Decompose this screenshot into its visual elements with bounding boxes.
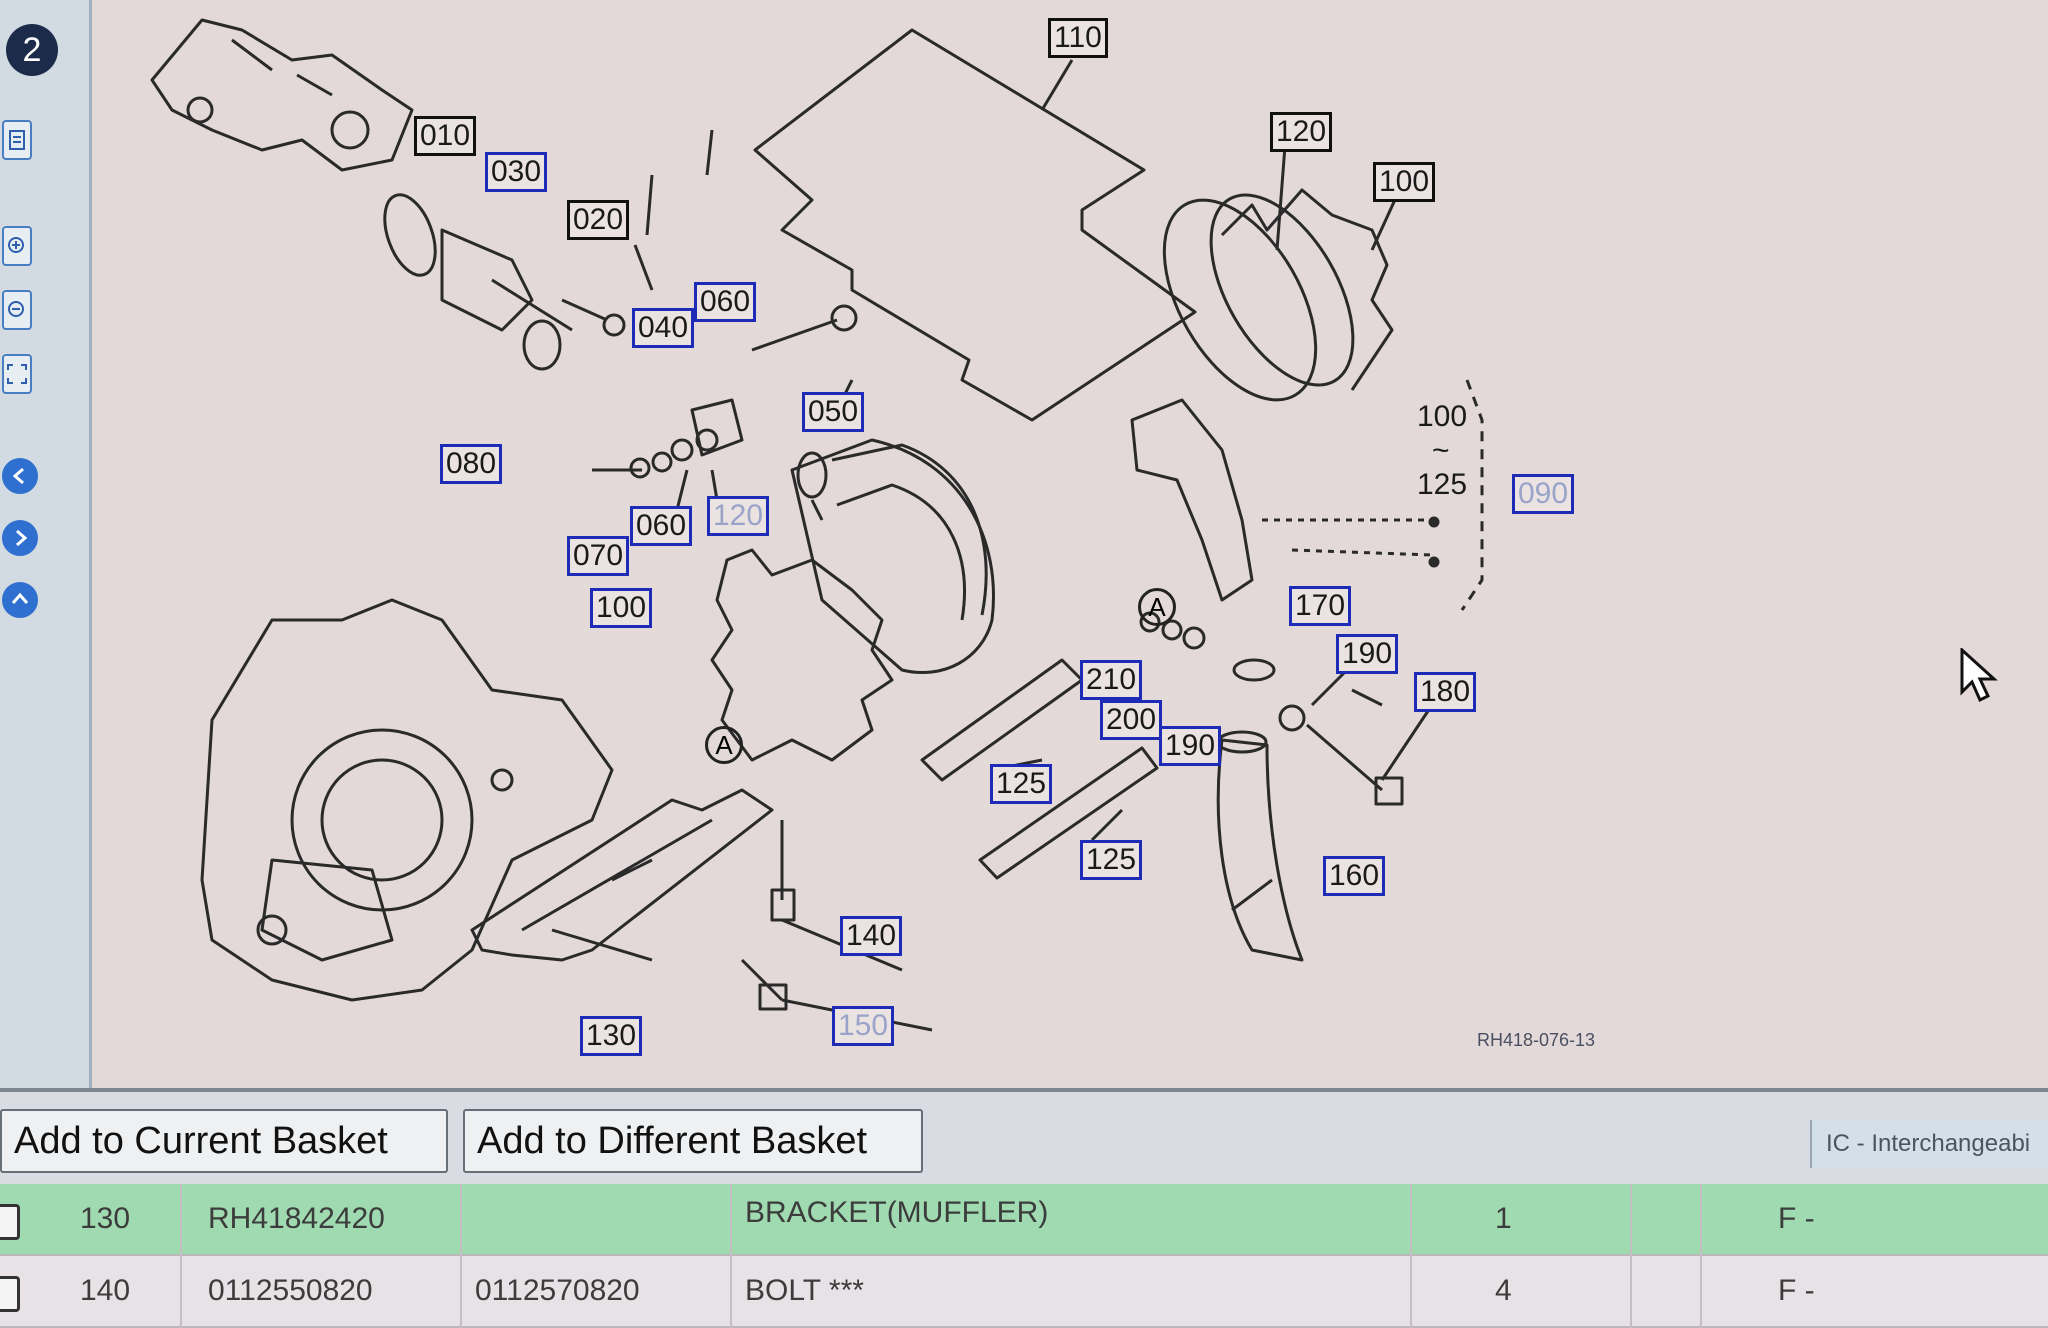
callout-120-lower[interactable]: 120 — [707, 496, 770, 536]
callout-200[interactable]: 200 — [1100, 700, 1163, 740]
callout-060-lower[interactable]: 060 — [630, 506, 693, 546]
callout-070[interactable]: 070 — [567, 536, 630, 576]
interchangeability-legend: IC - Interchangeabi — [1810, 1120, 2048, 1168]
parts-diagram[interactable]: 110 010 030 020 060 040 050 080 060 070 … — [92, 0, 2048, 1088]
next-page-button[interactable] — [2, 520, 38, 556]
callout-120-upper[interactable]: 120 — [1270, 112, 1333, 152]
callout-100-upper[interactable]: 100 — [1373, 162, 1436, 202]
reference-mark-a-upper: A — [1138, 588, 1176, 626]
zoom-out-icon — [8, 301, 24, 317]
mouse-cursor-icon — [1960, 648, 1998, 703]
description-cell: BRACKET(MUFFLER) — [745, 1196, 1049, 1229]
fit-to-screen-icon — [7, 364, 27, 384]
callout-110[interactable]: 110 — [1048, 18, 1108, 58]
callout-125-lower[interactable]: 125 — [1080, 840, 1143, 880]
callout-180[interactable]: 180 — [1414, 672, 1477, 712]
description-cell: BOLT *** — [745, 1274, 864, 1307]
print-button[interactable] — [2, 120, 32, 160]
ref-number-cell: 130 — [80, 1202, 131, 1235]
basket-action-bar: Add to Current Basket Add to Different B… — [0, 1088, 2048, 1184]
callout-060-upper[interactable]: 060 — [694, 282, 757, 322]
reference-mark-a-lower: A — [705, 726, 743, 764]
quantity-cell: 4 — [1495, 1274, 1512, 1307]
range-label-from: 100 — [1417, 400, 1468, 433]
callout-125-upper[interactable]: 125 — [990, 764, 1053, 804]
callout-190-right[interactable]: 190 — [1336, 634, 1399, 674]
exploded-view-drawing — [150, 18, 1484, 1032]
range-label-to: 125 — [1417, 468, 1468, 501]
zoom-out-button[interactable] — [2, 290, 32, 330]
alt-part-number-cell: 0112570820 — [475, 1274, 640, 1307]
callout-210[interactable]: 210 — [1080, 660, 1143, 700]
callout-040[interactable]: 040 — [632, 308, 695, 348]
viewer-toolbar: 2 — [0, 0, 92, 1088]
callout-050[interactable]: 050 — [802, 392, 865, 432]
next-page-icon — [16, 529, 28, 547]
part-number-cell: 0112550820 — [208, 1274, 373, 1307]
callout-190-lower[interactable]: 190 — [1159, 726, 1222, 766]
callout-150[interactable]: 150 — [832, 1006, 895, 1046]
callout-130[interactable]: 130 — [580, 1016, 643, 1056]
up-icon — [11, 592, 29, 604]
previous-page-icon — [12, 467, 24, 485]
callout-030[interactable]: 030 — [485, 152, 548, 192]
callout-160[interactable]: 160 — [1323, 856, 1386, 896]
quantity-cell: 1 — [1495, 1202, 1512, 1235]
previous-page-button[interactable] — [2, 458, 38, 494]
zoom-in-button[interactable] — [2, 226, 32, 266]
row-checkbox[interactable] — [0, 1204, 20, 1240]
callout-080[interactable]: 080 — [440, 444, 503, 484]
parts-table: 130 RH41842420 BRACKET(MUFFLER) 1 F - 14… — [0, 1184, 2048, 1328]
zoom-in-icon — [8, 237, 24, 253]
part-number-cell: RH41842420 — [208, 1202, 385, 1235]
flag-cell: F - — [1778, 1274, 1815, 1307]
callout-170[interactable]: 170 — [1289, 586, 1352, 626]
add-to-different-basket-button[interactable]: Add to Different Basket — [463, 1109, 923, 1173]
figure-code: RH418-076-13 — [1477, 1030, 1596, 1050]
callout-020[interactable]: 020 — [567, 200, 630, 240]
callout-100-lower[interactable]: 100 — [590, 588, 653, 628]
table-row[interactable]: 130 RH41842420 BRACKET(MUFFLER) 1 F - — [0, 1184, 2048, 1256]
flag-cell: F - — [1778, 1202, 1815, 1235]
callout-090[interactable]: 090 — [1512, 474, 1575, 514]
callout-140[interactable]: 140 — [840, 916, 903, 956]
page-number-badge: 2 — [6, 24, 58, 76]
range-label-tilde: ~ — [1432, 434, 1450, 467]
print-icon — [9, 130, 25, 150]
page-up-button[interactable] — [2, 582, 38, 618]
row-checkbox[interactable] — [0, 1276, 20, 1312]
fit-to-screen-button[interactable] — [2, 354, 32, 394]
callout-010[interactable]: 010 — [414, 116, 477, 156]
table-row[interactable]: 140 0112550820 0112570820 BOLT *** 4 F - — [0, 1256, 2048, 1328]
ref-number-cell: 140 — [80, 1274, 131, 1307]
add-to-current-basket-button[interactable]: Add to Current Basket — [0, 1109, 448, 1173]
